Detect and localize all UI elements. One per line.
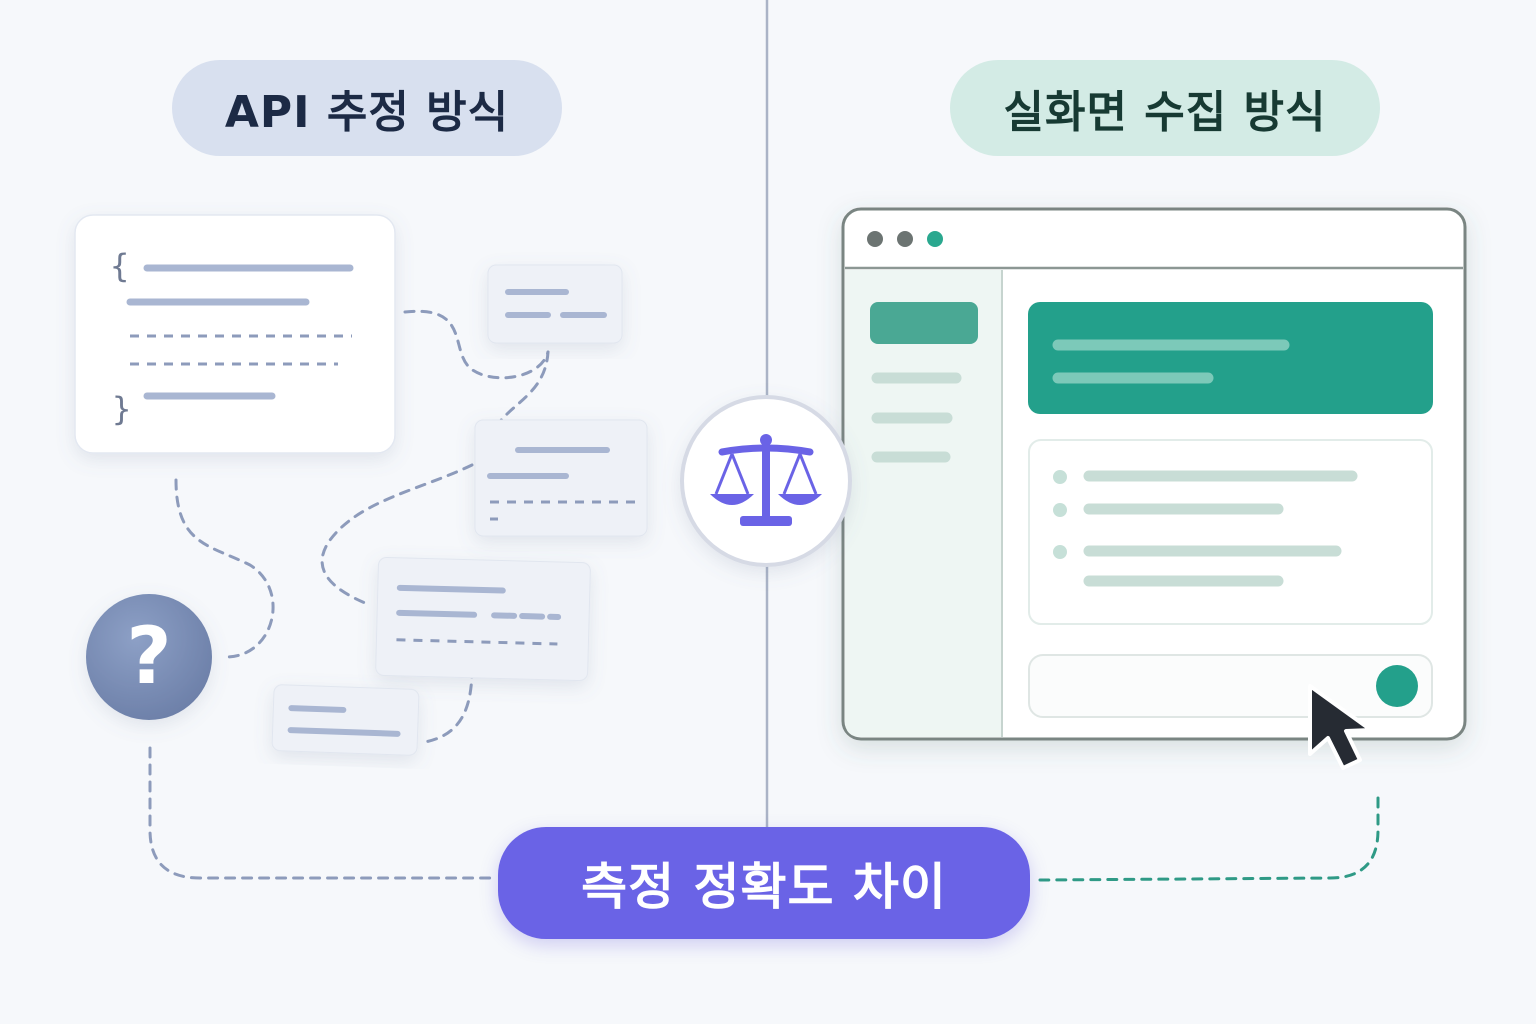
window-dot-2 xyxy=(897,231,913,247)
hero-banner xyxy=(1028,302,1433,414)
input-bar xyxy=(1028,654,1433,718)
connector-card3-to-card4 xyxy=(423,666,474,744)
browser-window xyxy=(841,207,1467,741)
code-brace-close: } xyxy=(112,390,132,428)
data-card-1 xyxy=(487,264,623,344)
data-card-2 xyxy=(474,419,648,537)
balance-scale-badge xyxy=(680,395,852,567)
code-brace-open: { xyxy=(110,247,130,285)
real-screen-label: 실화면 수집 방식 xyxy=(950,60,1380,156)
submit-dot-button xyxy=(1376,665,1418,707)
cursor-pointer-icon xyxy=(1308,684,1373,770)
left-connectors xyxy=(148,309,550,880)
data-card-3 xyxy=(375,556,591,682)
connector-card2-to-card3 xyxy=(320,463,474,607)
question-circle xyxy=(86,594,212,720)
connector-cursor-to-bottom xyxy=(1038,796,1380,882)
connector-card1-to-card2 xyxy=(488,350,550,442)
window-dot-3 xyxy=(927,231,943,247)
connector-code-to-question xyxy=(174,478,275,659)
list-panel xyxy=(1028,439,1433,625)
connector-question-to-bottom xyxy=(148,746,492,880)
accuracy-difference-label: 측정 정확도 차이 xyxy=(498,827,1030,939)
question-mark-icon: ? xyxy=(126,612,172,702)
balance-scale-icon xyxy=(710,434,822,526)
sidebar-active-item xyxy=(870,302,978,344)
window-dot-1 xyxy=(867,231,883,247)
code-card xyxy=(74,214,396,454)
connector-code-to-card1 xyxy=(403,309,550,380)
api-estimation-label: API 추정 방식 xyxy=(172,60,562,156)
data-card-4 xyxy=(271,684,420,756)
